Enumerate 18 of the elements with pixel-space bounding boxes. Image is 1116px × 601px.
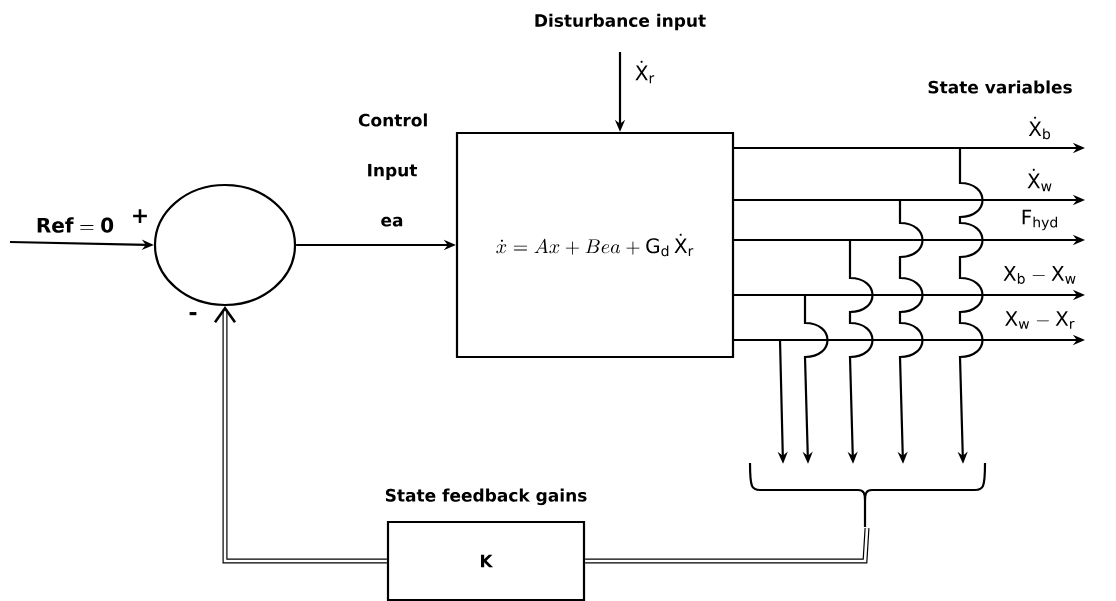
output-heading: State variables: [928, 80, 1072, 94]
brace: [748, 463, 987, 527]
plant-box: $\dot{x} = Ax + Bea + \mathrm{G}_\mathrm{d}\,\dot{\mathrm{X}}_\mathrm{r}$: [455, 131, 735, 359]
box-heading: State feedback gains: [385, 488, 587, 506]
feedback-line: [213, 306, 387, 564]
edge-label: $\mathrm{X}_\mathrm{b} - \mathrm{X}_\mathrm{w}$: [1000, 264, 1080, 286]
edge-label: $\dot{\mathrm{X}}_\mathrm{b}$: [1026, 114, 1054, 142]
edge-label: $\mathrm{F}_\mathrm{hyd}$: [1018, 207, 1062, 233]
edge-label: Control Input ea: [358, 113, 427, 227]
edge-label: $\mathrm{X}_\mathrm{w} - \mathrm{X}_\mathrm{r}$: [1002, 309, 1078, 331]
gain-box: K: [386, 520, 586, 601]
edge-label: $\mathbf{Ref = 0}$: [37, 217, 114, 233]
edge-label: $\dot{\mathrm{X}}_\mathrm{w}$: [1024, 166, 1056, 194]
input-label: Disturbance input: [535, 13, 706, 31]
edge-label: $\dot{\mathrm{X}}_\mathrm{r}$: [635, 60, 655, 84]
summing-junction: [153, 183, 297, 307]
feedback-line: [585, 527, 870, 564]
sign-label: +: [133, 209, 147, 223]
